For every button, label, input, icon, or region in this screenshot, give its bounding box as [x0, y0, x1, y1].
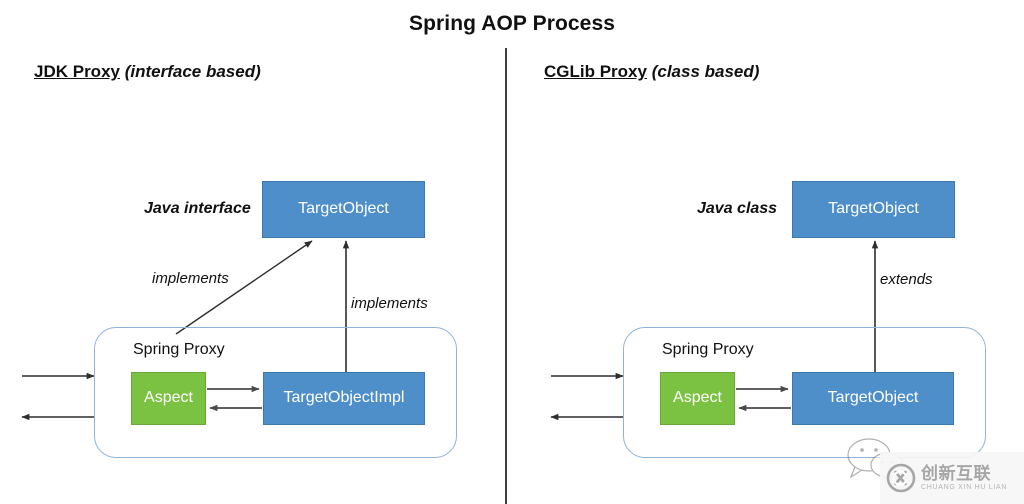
box-jdk-target-object[interactable]: TargetObject — [262, 181, 425, 238]
box-cglib-inner-target-object[interactable]: TargetObject — [792, 372, 954, 425]
container-spring-proxy-jdk — [94, 327, 457, 458]
brand-logo-icon — [886, 463, 916, 493]
section-heading-jdk-qualifier: (interface based) — [124, 62, 261, 81]
box-jdk-target-object-impl[interactable]: TargetObjectImpl — [263, 372, 425, 425]
edge-label-implements-diagonal: implements — [152, 270, 229, 287]
label-java-interface: Java interface — [144, 200, 251, 217]
section-heading-cglib-qualifier: (class based) — [651, 62, 760, 81]
label-java-class: Java class — [697, 200, 778, 217]
box-cglib-target-object[interactable]: TargetObject — [792, 181, 955, 238]
section-heading-cglib-name: CGLib Proxy — [544, 62, 647, 81]
brand-name-en: CHUANG XIN HU LIAN — [921, 484, 1008, 491]
edge-label-extends: extends — [880, 271, 933, 288]
vertical-divider — [505, 48, 507, 504]
section-heading-jdk: JDK Proxy (interface based) — [34, 62, 261, 82]
label-spring-proxy-jdk: Spring Proxy — [133, 341, 225, 358]
section-heading-jdk-name: JDK Proxy — [34, 62, 120, 81]
label-spring-proxy-cglib: Spring Proxy — [662, 341, 754, 358]
section-heading-cglib: CGLib Proxy (class based) — [544, 62, 759, 82]
arrow-jdk-implements-diagonal — [175, 240, 313, 335]
edge-label-implements-vertical: implements — [351, 295, 428, 312]
box-jdk-aspect[interactable]: Aspect — [131, 372, 206, 425]
page-title: Spring AOP Process — [408, 12, 616, 35]
box-cglib-aspect[interactable]: Aspect — [660, 372, 735, 425]
brand-watermark: 创新互联 CHUANG XIN HU LIAN — [880, 452, 1024, 504]
brand-name-cn: 创新互联 — [921, 464, 991, 483]
container-spring-proxy-cglib — [623, 327, 986, 458]
